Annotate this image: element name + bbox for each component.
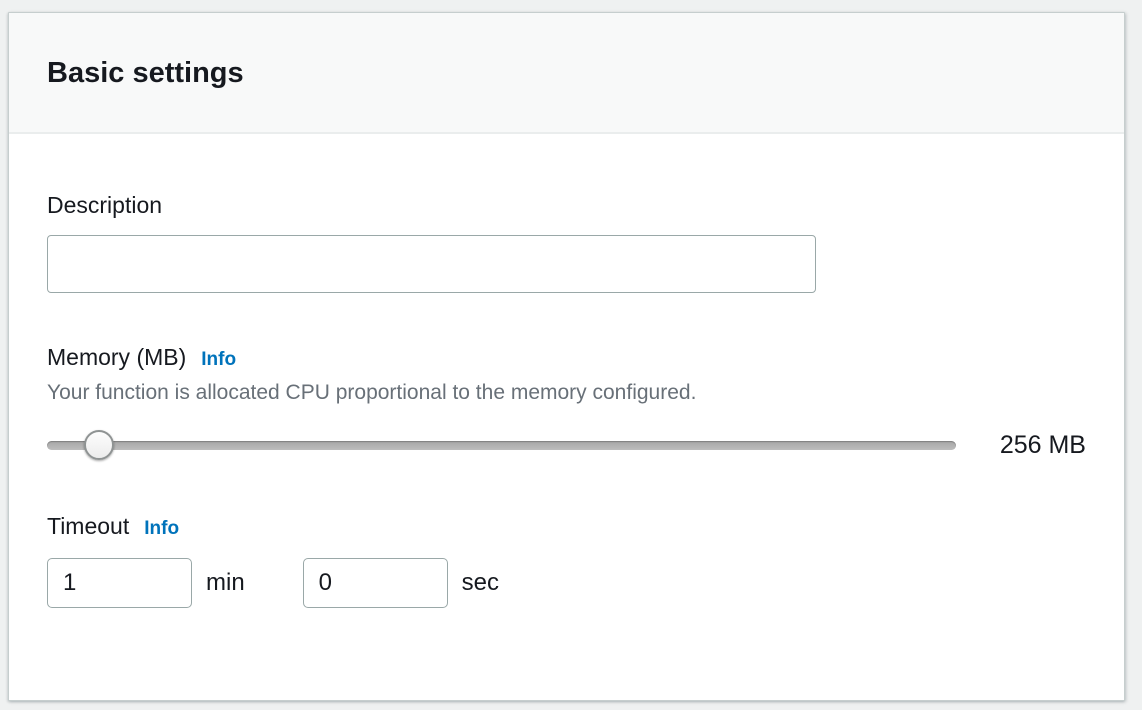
timeout-inputs-row: min sec [47, 558, 1086, 608]
memory-label: Memory (MB) [47, 344, 187, 370]
memory-value: 256 MB [999, 430, 1086, 459]
description-section: Description [47, 191, 1086, 293]
memory-slider-handle[interactable] [83, 430, 114, 460]
memory-slider-track[interactable] [47, 441, 956, 450]
timeout-info-link[interactable]: Info [144, 518, 180, 539]
timeout-minutes-input[interactable] [47, 558, 192, 608]
panel-title: Basic settings [47, 57, 244, 89]
memory-section: Memory (MB) Info Your function is alloca… [47, 343, 1086, 461]
description-input[interactable] [47, 235, 816, 293]
description-label: Description [47, 192, 163, 218]
memory-slider-row: 256 MB [47, 429, 1086, 461]
memory-slider[interactable] [47, 429, 956, 461]
timeout-section: Timeout Info min sec [47, 512, 1086, 608]
timeout-label: Timeout [47, 513, 130, 539]
timeout-minutes-unit: min [206, 569, 245, 596]
basic-settings-panel: Basic settings Description Memory (MB) I… [8, 12, 1125, 701]
panel-body: Description Memory (MB) Info Your functi… [9, 134, 1124, 608]
memory-helper-text: Your function is allocated CPU proportio… [47, 381, 697, 404]
timeout-seconds-unit: sec [461, 569, 500, 596]
timeout-seconds-input[interactable] [302, 558, 448, 608]
panel-header: Basic settings [9, 13, 1124, 134]
memory-info-link[interactable]: Info [201, 349, 237, 370]
